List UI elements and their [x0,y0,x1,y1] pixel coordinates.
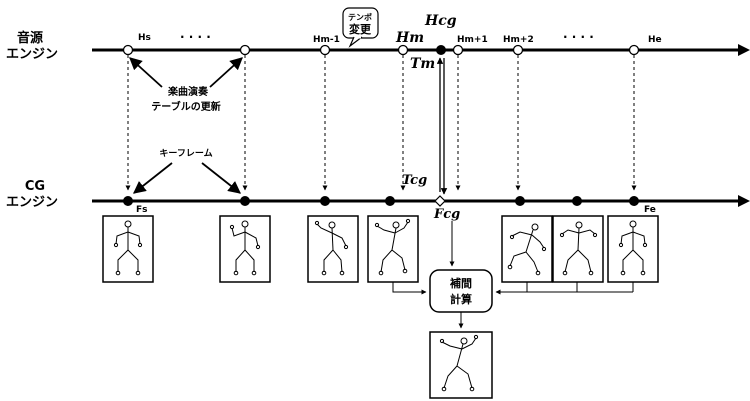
hcg-dot [436,45,446,55]
sound-markers [122,44,640,56]
fs-label: Fs [136,205,148,215]
sound-engine-label-2: エンジン [6,47,58,62]
marker-hs-label: Hs [138,33,151,43]
pose-frame-2 [219,215,271,283]
fe-label: Fe [644,205,656,215]
marker-he [628,44,640,56]
marker-hm-1 [319,44,331,56]
marker-hm+1 [452,44,464,56]
keyframe-arrow-left [133,162,173,194]
pose-frame-6 [552,215,604,283]
interp-connectors [392,221,634,329]
cg-timeline-arrowhead [738,195,750,207]
keyframe-6 [572,196,582,206]
keyframe-fe [629,196,639,206]
ellipsis-right: . . . . [563,27,594,41]
sound-timeline-arrowhead [738,44,750,56]
sync-dashed-lines [125,55,637,191]
pose-frame-3 [307,215,359,283]
tempo-callout: テンポ 変更 [342,7,379,48]
interp-label-1: 補間 [449,276,472,290]
pose-frame-5 [501,215,553,283]
pose-frame-4 [367,215,419,283]
keyframe-4 [385,196,395,206]
keyframe-3 [320,196,330,206]
marker-hm-1-label: Hm-1 [313,35,340,45]
tm-label: Tm [410,56,435,72]
tempo-label-2: 変更 [349,22,372,36]
keyframe-label: キーフレーム [159,148,212,159]
keyframe-5 [515,196,525,206]
pose-frame-7 [607,215,659,283]
marker-hs [122,44,134,56]
interp-label-2: 計算 [450,292,472,306]
marker-2 [239,44,251,56]
cg-engine-label-1: CG [25,179,45,194]
pose-frame-1 [102,215,154,283]
interpolation-box: 補間 計算 [429,269,493,313]
update-arrow-right [209,57,243,88]
tcg-label: Tcg [402,173,427,188]
hcg-label: Hcg [424,13,457,29]
ellipsis-left: . . . . [180,27,211,41]
marker-hm-label: Hm [395,30,424,46]
keyframe-arrow-right [201,162,241,194]
pose-frame-result [429,331,493,399]
fcg-label: Fcg [433,207,460,222]
marker-hm [397,44,409,56]
update-label-2: テーブルの更新 [151,100,220,113]
marker-hm+2-label: Hm+2 [503,35,534,45]
update-label-1: 楽曲演奏 [167,85,209,98]
sound-engine-label-1: 音源 [17,30,43,46]
keyframe-2 [240,196,250,206]
keyframe-fs [123,196,133,206]
marker-he-label: He [648,35,662,45]
tempo-label-1: テンポ [348,12,372,22]
cg-keyframes [123,196,639,206]
tcg-diamond [434,195,446,207]
cg-engine-label-2: エンジン [6,195,58,210]
marker-hm+2 [512,44,524,56]
marker-hm+1-label: Hm+1 [457,35,488,45]
update-arrow-left [129,57,163,88]
